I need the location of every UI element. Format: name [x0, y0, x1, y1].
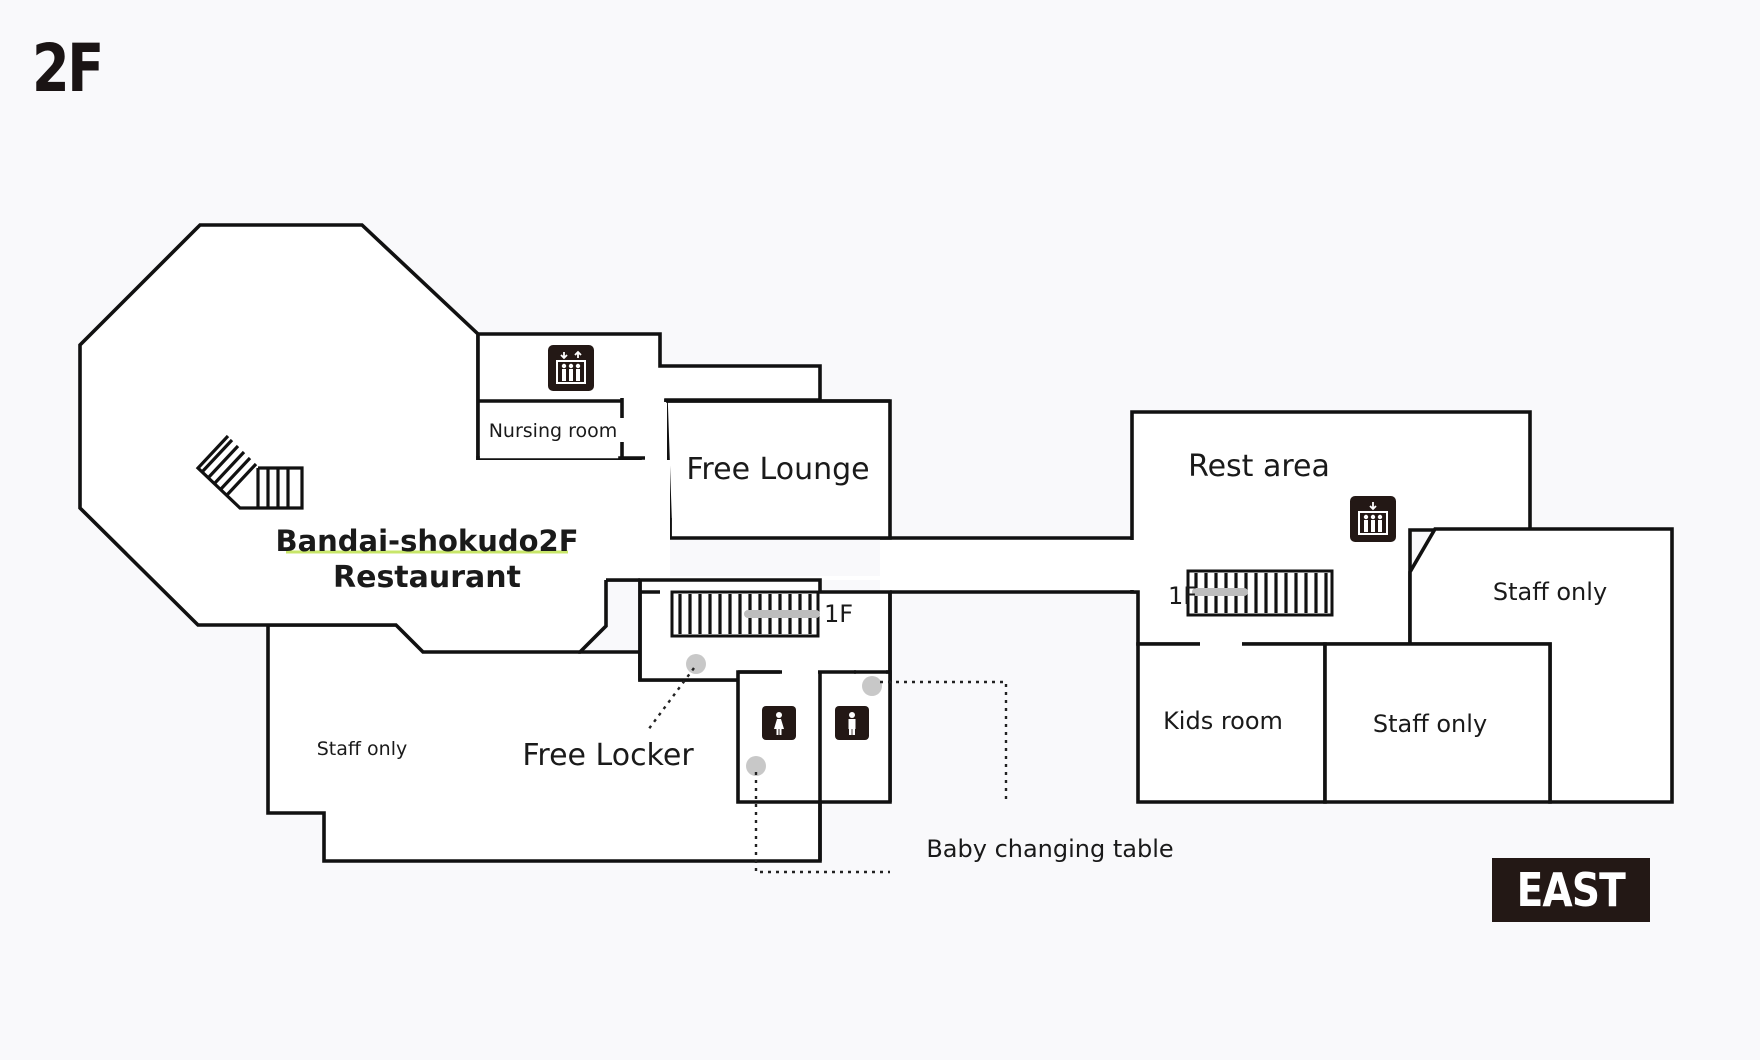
building-name: EAST [1516, 863, 1626, 917]
escalator-west[interactable] [670, 590, 820, 638]
women-restroom-icon[interactable] [762, 706, 796, 740]
staff-only-east-bottom-label: Staff only [1373, 710, 1487, 738]
floor-title: 2F [32, 30, 104, 107]
baby-changing-label: Baby changing table [926, 835, 1173, 863]
restaurant-name: Bandai-shokudo2F [275, 524, 578, 558]
escalator-east-destination: 1F [1168, 582, 1197, 610]
men-restroom-icon[interactable] [835, 706, 869, 740]
staircase-icon [195, 434, 304, 510]
escalator-east[interactable] [1186, 569, 1334, 617]
elevator-icon[interactable] [1350, 496, 1396, 542]
rest-area-label: Rest area [1188, 449, 1330, 484]
room-staff-only-east-bottom [1323, 642, 1552, 804]
baby-changing-marker[interactable] [862, 676, 882, 696]
restaurant-type: Restaurant [333, 560, 521, 595]
nursing-room-label: Nursing room [489, 420, 618, 442]
free-locker-leader [647, 667, 695, 731]
building-badge: EAST [1492, 858, 1650, 922]
escalator-west-destination: 1F [824, 600, 853, 628]
corridor [880, 537, 1140, 593]
free-lounge-label: Free Lounge [686, 452, 869, 487]
free-locker-marker[interactable] [686, 654, 706, 674]
baby-changing-marker[interactable] [746, 756, 766, 776]
baby-changing-leader [754, 772, 890, 874]
staff-only-west-label: Staff only [317, 738, 407, 760]
room-restrooms [736, 670, 892, 804]
staff-only-east-top-label: Staff only [1493, 578, 1607, 606]
elevator-icon[interactable] [548, 345, 594, 391]
free-locker-label: Free Locker [522, 738, 694, 773]
kids-room-label: Kids room [1163, 707, 1283, 735]
baby-changing-leader [880, 680, 1008, 804]
